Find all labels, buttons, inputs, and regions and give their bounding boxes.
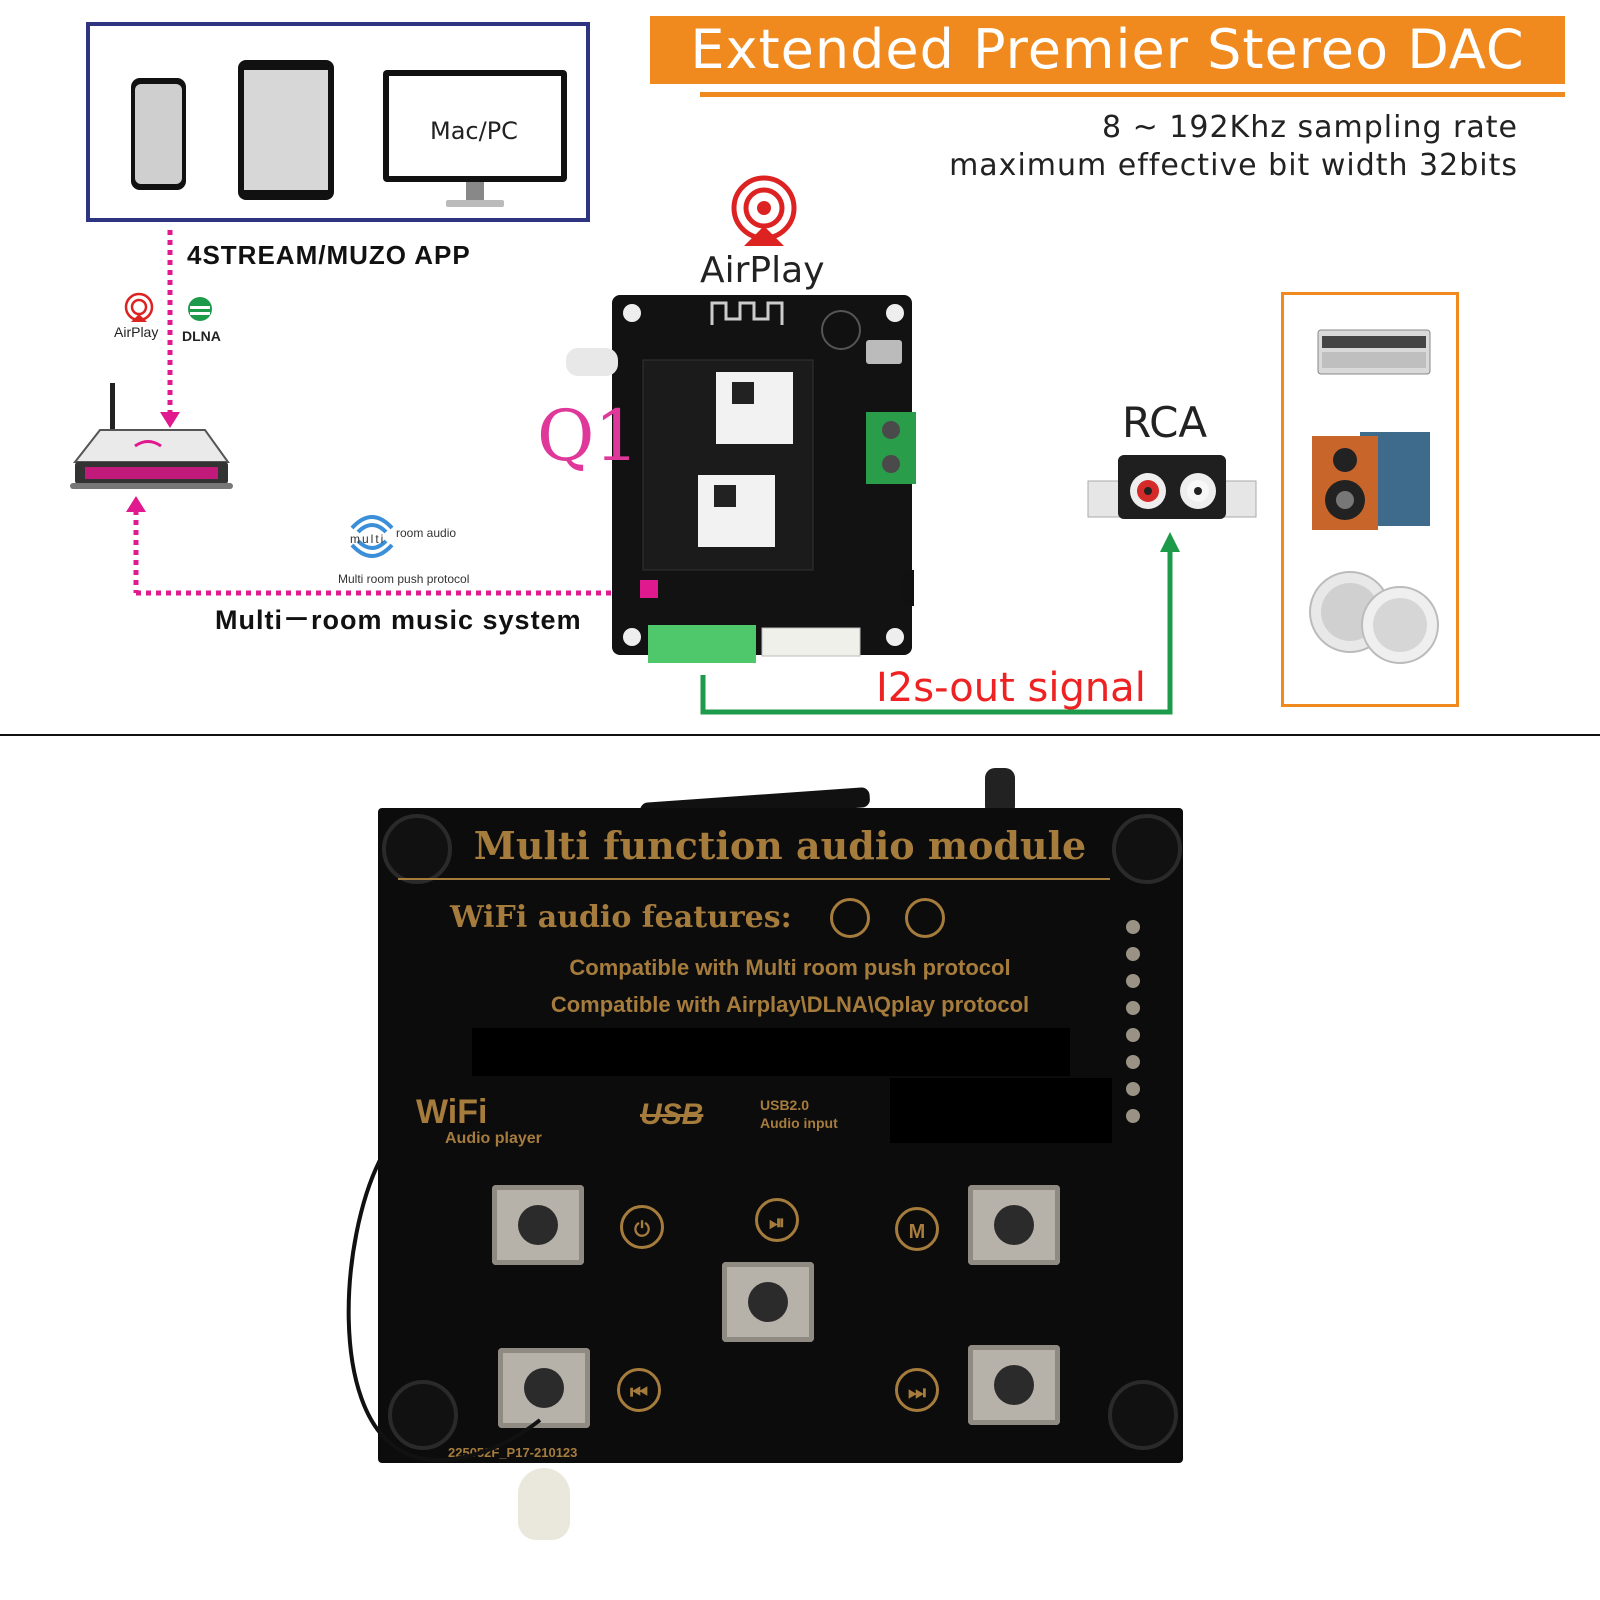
board-label: Q1: [537, 395, 639, 477]
module-feature-line1: Compatible with Multi room push protocol: [569, 955, 1011, 980]
header-pin: [1126, 974, 1140, 988]
section-divider: [0, 734, 1600, 736]
dlna-small-icon: [188, 297, 212, 321]
title-banner: [650, 16, 1565, 84]
app-label: 4STREAM/MUZO APP: [187, 240, 471, 270]
module-title-rule: [398, 878, 1110, 880]
screw-icon: [388, 1380, 458, 1450]
screw-icon: [1108, 1380, 1178, 1450]
router-icon: [70, 383, 233, 489]
rca-label: RCA: [1122, 398, 1208, 447]
computer-label: Mac/PC: [430, 117, 518, 145]
diagram-graphics: [70, 60, 1439, 715]
mode-icon: M: [895, 1207, 939, 1251]
airplay-large-label: AirPlay: [700, 250, 825, 291]
usb-logo-text: USB: [640, 1098, 704, 1131]
header-pin: [1126, 1028, 1140, 1042]
bookshelf-speakers-icon: [1312, 432, 1430, 530]
spec-bit-width: maximum effective bit width 32bits: [949, 148, 1518, 183]
header-pin: [1126, 1001, 1140, 1015]
usb-subtitle-line2: Audio input: [760, 1115, 838, 1131]
header-pin: [1126, 1109, 1140, 1123]
power-icon: ⏻: [620, 1205, 664, 1249]
header-pin: [1126, 947, 1140, 961]
screw-icon: [382, 814, 452, 884]
multiroom-logo-icon: [350, 515, 394, 558]
banner-underline: [700, 92, 1565, 97]
previous-button[interactable]: [498, 1348, 590, 1428]
next-icon: ⏭: [895, 1368, 939, 1412]
amplifier-icon: [1317, 329, 1431, 375]
play-pause-icon: ⏯: [755, 1198, 799, 1242]
usb-logo-subtitle: USB2.0 Audio input: [760, 1096, 838, 1132]
airplay-small-label: AirPlay: [114, 324, 159, 340]
airplay-small-icon: [124, 292, 154, 322]
module-features-heading: WiFi audio features:: [450, 900, 792, 935]
play-pause-button[interactable]: [722, 1262, 814, 1342]
multiroom-logo-left: multi: [350, 532, 386, 546]
header-pin: [1126, 920, 1140, 934]
airplay-icon: [830, 898, 870, 938]
ceiling-speakers-icon: [1309, 571, 1439, 664]
output-devices-box: [1281, 292, 1459, 707]
banner-title: Extended Premier Stereo DAC: [690, 18, 1525, 81]
q1-board-icon: [566, 295, 916, 663]
header-pin: [1126, 1082, 1140, 1096]
i2s-signal-label: I2s-out signal: [876, 665, 1146, 711]
dlna-small-label: DLNA: [182, 328, 221, 344]
module-title: Multi function audio module: [473, 823, 1087, 868]
rca-connector-icon: [1087, 455, 1257, 519]
source-devices-box: [86, 22, 590, 222]
tablet-icon: [238, 60, 334, 200]
phone-icon: [131, 78, 186, 190]
power-button[interactable]: [492, 1185, 584, 1265]
wifi-logo-subtitle: Audio player: [445, 1130, 542, 1147]
multiroom-system-label: Multi－room music system: [215, 605, 582, 635]
monitor-icon: [383, 70, 567, 207]
multiroom-protocol-label: Multi room push protocol: [338, 572, 470, 586]
header-pin: [1126, 1055, 1140, 1069]
next-button[interactable]: [968, 1345, 1060, 1425]
board-serial-number: 225052F_P17-210123: [448, 1445, 578, 1460]
usb-subtitle-line1: USB2.0: [760, 1097, 810, 1113]
led-icon: [518, 1468, 570, 1540]
module-feature-line2: Compatible with Airplay\DLNA\Qplay proto…: [550, 992, 1030, 1017]
wifi-logo-text: WiFi: [416, 1093, 488, 1131]
spec-sampling-rate: 8 ~ 192Khz sampling rate: [1101, 110, 1518, 145]
qplay-icon: [905, 898, 945, 938]
previous-icon: ⏮: [617, 1368, 661, 1412]
mode-button[interactable]: [968, 1185, 1060, 1265]
redaction-bar: [890, 1078, 1112, 1143]
screw-icon: [1112, 814, 1182, 884]
antenna-wire: [346, 1160, 542, 1462]
multiroom-logo-top: room audio: [396, 526, 457, 540]
airplay-large-icon: [731, 175, 797, 246]
redaction-bar: [472, 1028, 1070, 1076]
